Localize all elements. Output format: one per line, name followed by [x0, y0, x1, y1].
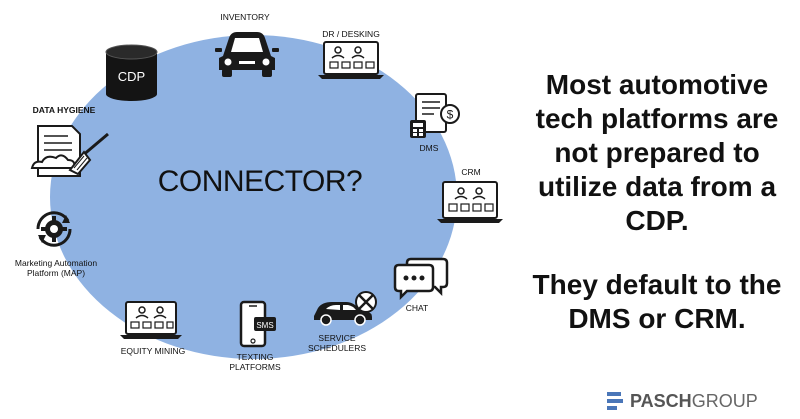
cdp-label: CDP [117, 69, 146, 84]
headline-line-6: They default to the [532, 269, 782, 300]
inventory-label: INVENTORY [220, 12, 270, 22]
crm-label: CRM [461, 167, 481, 177]
headline-line-3: not prepared to [554, 137, 760, 168]
texting-platforms-label: TEXTING PLATFORMS [220, 352, 290, 372]
headline-line-4: utilize data from a [537, 171, 777, 202]
connector-label: CONNECTOR? [157, 165, 363, 198]
laptop-meeting-icon [318, 41, 384, 79]
headline-line-2: tech platforms are [535, 103, 779, 134]
chat-label: CHAT [405, 303, 429, 313]
laptop-crm-icon [437, 181, 503, 223]
paschgroup-logo-mark-icon [607, 392, 623, 410]
laptop-equity-icon [120, 301, 182, 339]
logo-text-bold: PASCH [630, 390, 692, 411]
paschgroup-logo: PASCH GROUP [606, 390, 758, 412]
map-label: Marketing Automation Platform (MAP) [6, 258, 106, 278]
headline-gap [512, 238, 800, 268]
service-label-line2: SCHEDULERS [307, 343, 367, 353]
service-schedulers-label: SERVICE SCHEDULERS [305, 333, 369, 353]
equity-mining-label: EQUITY MINING [120, 346, 186, 356]
map-label-line2: Platform (MAP) [26, 268, 86, 278]
headline-text: Most automotive tech platforms are not p… [512, 68, 800, 336]
data-hygiene-label: DATA HYGIENE [32, 105, 96, 115]
headline-line-1: Most automotive [545, 69, 769, 100]
document-calculator-icon: $ [410, 93, 460, 138]
svg-text:$: $ [447, 108, 454, 122]
dms-label: DMS [419, 143, 439, 153]
texting-label-line1: TEXTING [236, 352, 274, 362]
sms-badge: SMS [256, 321, 274, 330]
phone-sms-icon [239, 300, 276, 348]
gear-cycle-icon [36, 211, 72, 247]
car-icon [215, 32, 279, 77]
chat-bubbles-icon [393, 257, 449, 301]
texting-label-line2: PLATFORMS [229, 362, 281, 372]
dr-desking-label: DR / DESKING [322, 29, 380, 39]
map-label-line1: Marketing Automation [14, 258, 98, 268]
service-car-wrench-icon [314, 291, 377, 326]
logo-text-light: GROUP [691, 390, 758, 411]
service-label-line1: SERVICE [318, 333, 356, 343]
cdp-database-icon [105, 44, 158, 101]
document-broom-icon [30, 125, 109, 177]
headline-line-5: CDP. [625, 205, 689, 236]
headline-line-7: DMS or CRM. [568, 303, 746, 334]
